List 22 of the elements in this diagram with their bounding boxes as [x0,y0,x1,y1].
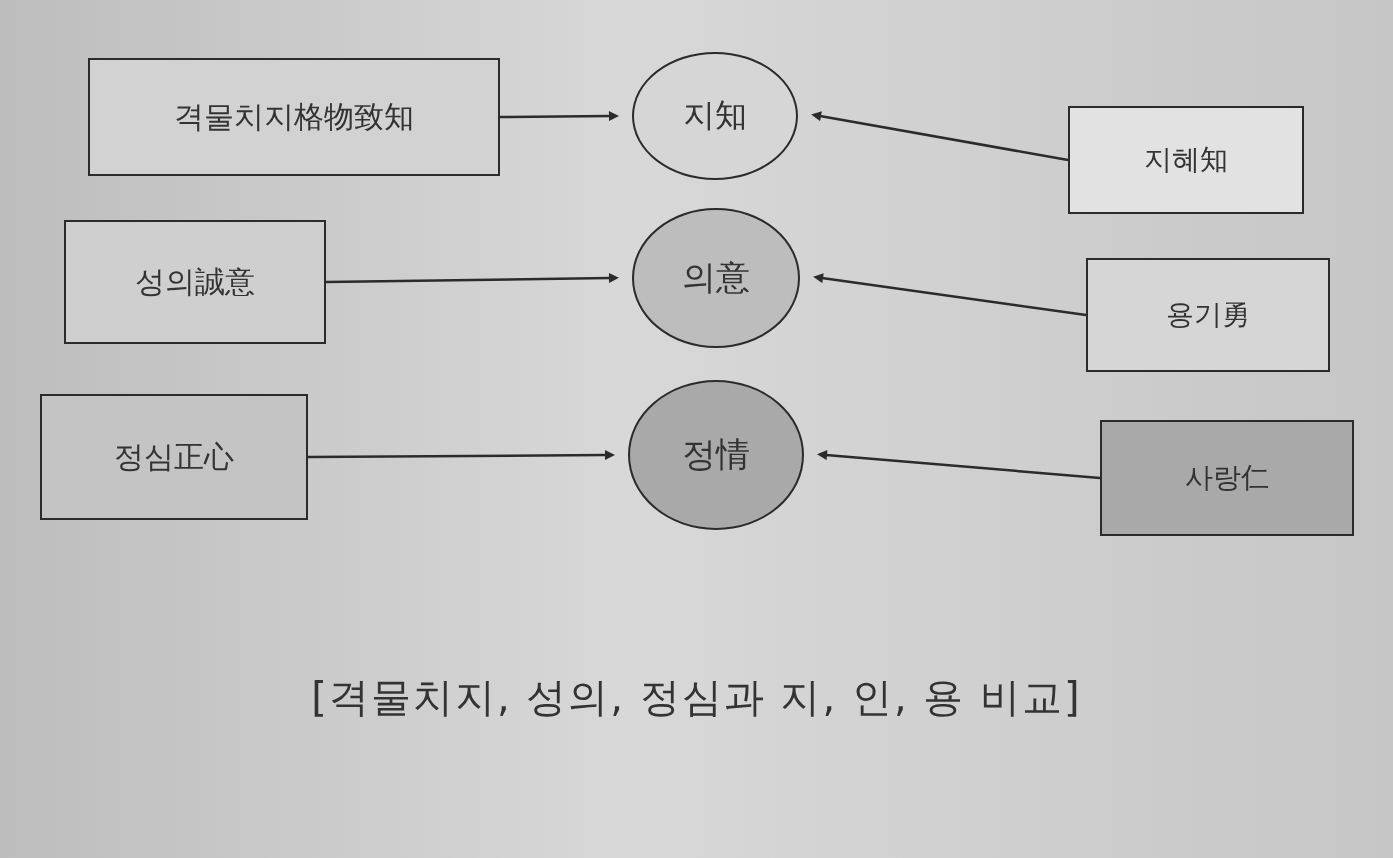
node-label: 용기勇 [1166,297,1250,333]
arrow [811,111,1069,162]
node-label: 지혜知 [1144,142,1228,178]
arrow [817,450,1101,480]
node-label: 성의誠意 [135,262,255,301]
arrow [500,111,619,121]
concept-box [40,394,308,520]
caption: [격물치지, 성의, 정심과 지, 인, 용 비교] [310,673,1083,722]
node-label: 격물치지格物致知 [174,97,414,136]
arrow [308,450,615,460]
concept-box [64,220,326,344]
arrow [813,273,1087,317]
concept-box [88,58,500,176]
node-label: 사랑仁 [1185,460,1269,496]
concept-box [1068,106,1304,214]
arrow [326,273,619,284]
concept-box [1100,420,1354,536]
node-label: 지知 [683,95,747,136]
node-label: 정심正心 [114,437,234,476]
node-label: 정情 [682,433,750,476]
node-label: 의意 [682,256,750,299]
concept-box [1086,258,1330,372]
